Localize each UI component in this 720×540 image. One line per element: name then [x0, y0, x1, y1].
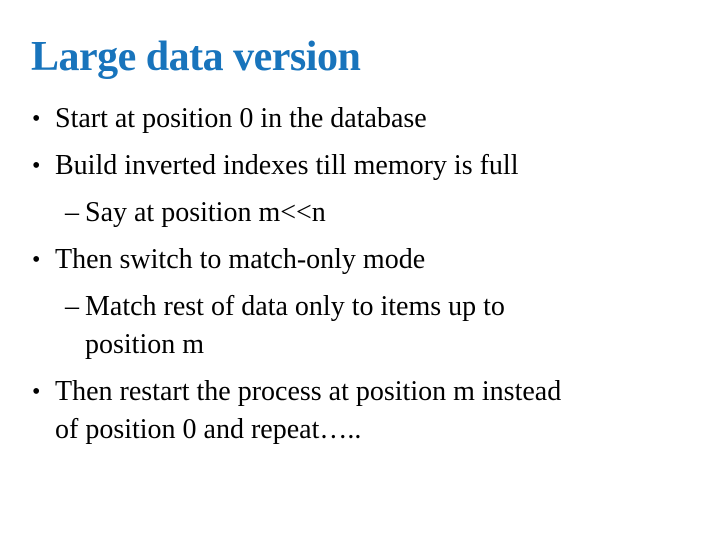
bullet-marker: •	[32, 106, 41, 132]
bullet-text: Say at position m<<n	[85, 197, 326, 228]
bullet-item: • Build inverted indexes till memory is …	[32, 147, 704, 185]
bullet-text: Start at position 0 in the database	[55, 103, 427, 134]
bullet-marker: •	[32, 153, 41, 179]
dash-marker: –	[65, 197, 79, 228]
sub-bullet-item: – Say at position m<<n	[32, 194, 704, 232]
bullet-item: • Then restart the process at position m…	[32, 373, 704, 449]
bullet-text: position m	[85, 329, 205, 360]
bullet-item: • Start at position 0 in the database	[32, 100, 704, 138]
bullet-text-block: Then restart the process at position m i…	[55, 373, 704, 449]
slide-title: Large data version	[31, 34, 361, 80]
bullet-text: Then restart the process at position m i…	[55, 376, 562, 407]
bullet-text: Then switch to match-only mode	[55, 244, 426, 275]
bullet-text-block: Say at position m<<n	[85, 194, 704, 232]
bullet-text-block: Build inverted indexes till memory is fu…	[55, 147, 704, 185]
sub-bullet-item: – Match rest of data only to items up to…	[32, 288, 704, 364]
bullet-marker: •	[32, 247, 41, 273]
bullet-item: • Then switch to match-only mode	[32, 241, 704, 279]
bullet-text: Build inverted indexes till memory is fu…	[55, 150, 519, 181]
slide-body: • Start at position 0 in the database • …	[32, 100, 704, 458]
bullet-text: of position 0 and repeat…..	[55, 414, 362, 445]
bullet-text: Match rest of data only to items up to	[85, 291, 505, 322]
bullet-marker: •	[32, 379, 41, 405]
bullet-text-block: Start at position 0 in the database	[55, 100, 704, 138]
bullet-text-block: Match rest of data only to items up to p…	[85, 288, 704, 364]
bullet-text-block: Then switch to match-only mode	[55, 241, 704, 279]
dash-marker: –	[65, 291, 79, 322]
